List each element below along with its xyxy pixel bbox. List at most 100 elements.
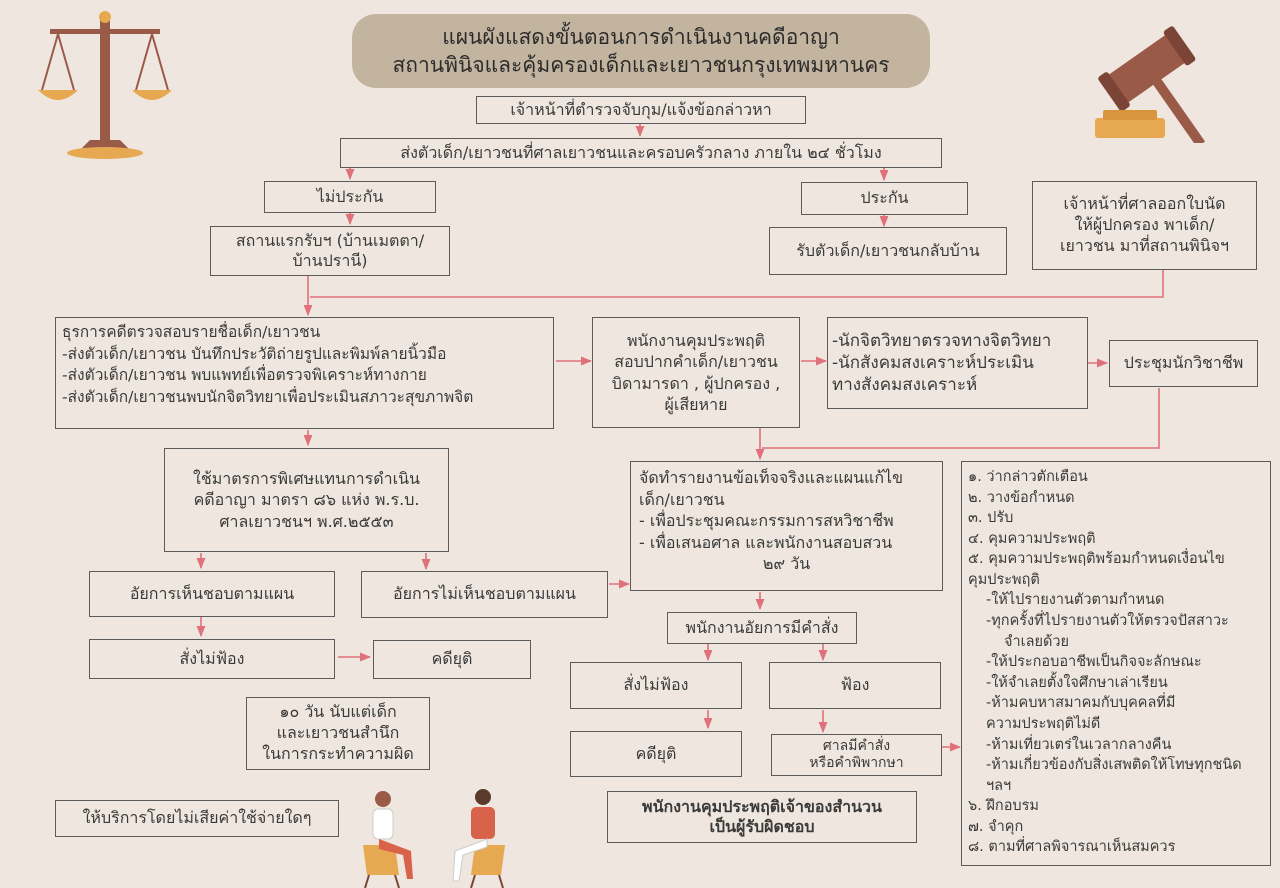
registry-line-1: ธุรการคดีตรวจสอบรายชื่อเด็ก/เยาวชน (62, 323, 321, 341)
send-court-box: ส่งตัวเด็ก/เยาวชนที่ศาลเยาวชนและครอบครัว… (340, 138, 942, 168)
sentence-item: ๒. วางข้อกำหนด (968, 489, 1075, 506)
summons-line-3: เยาวชน มาที่สถานพินิจฯ (1060, 235, 1229, 255)
sentence-condition: จำเลยด้วย (1004, 633, 1070, 650)
case-end-right-box: คดียุติ (570, 731, 742, 777)
line-summons-to-registry (310, 270, 1164, 298)
probation-line-4: ผู้เสียหาย (664, 394, 728, 414)
sentence-condition: -ทุกครั้งที่ไปรายงานตัวให้ตรวจปัสสาวะ (986, 613, 1229, 630)
sentence-condition: -ห้ามคบหาสมาคมกับบุคคลที่มี (986, 695, 1176, 712)
prosecute-box: ฟ้อง (769, 662, 941, 709)
report-line-5: ๒๙ วัน (762, 554, 811, 574)
officer-box: พนักงานคุมประพฤติเจ้าของสำนวน เป็นผู้รับ… (607, 791, 917, 843)
no-prosecute-left-label: สั่งไม่ฟ้อง (179, 648, 245, 668)
report-line-4: - เพื่อเสนอศาล และพนักงานสอบสวน (639, 532, 893, 552)
registry-box: ธุรการคดีตรวจสอบรายชื่อเด็ก/เยาวชน -ส่งต… (55, 317, 554, 429)
sentence-list-box: ๑. ว่ากล่าวตักเตือน ๒. วางข้อกำหนด ๓. ปร… (961, 461, 1271, 866)
no-bail-box: ไม่ประกัน (264, 181, 436, 213)
sentence-item: ๓. ปรับ (968, 510, 1014, 527)
line-meeting-to-report (762, 388, 1160, 449)
special-measure-box: ใช้มาตรการพิเศษแทนการดำเนิน คดีอาญา มาตร… (164, 448, 449, 552)
sentence-condition: -ให้ไปรายงานตัวตามกำหนด (986, 592, 1165, 609)
no-bail-label: ไม่ประกัน (316, 186, 384, 206)
bail-box: ประกัน (801, 182, 968, 215)
psych-line-2: -นักสังคมสงเคราะห์ประเมิน (832, 353, 1034, 374)
free-service-box: ให้บริการโดยไม่เสียค่าใช้จ่ายใดๆ (55, 800, 339, 837)
psych-line-3: ทางสังคมสงเคราะห์ (832, 375, 978, 396)
probation-line-3: บิดามารดา , ผู้ปกครอง , (611, 373, 781, 393)
title-line-1: แผนผังแสดงขั้นตอนการดำเนินงานคดีอาญา (442, 24, 840, 49)
registry-line-2: -ส่งตัวเด็ก/เยาวชน บันทึกประวัติถ่ายรูปแ… (62, 344, 447, 363)
summons-box: เจ้าหน้าที่ศาลออกใบนัด ให้ผู้ปกครอง พาเด… (1032, 181, 1257, 270)
sentence-condition: -ห้ามเที่ยวเตร่ในเวลากลางคืน (986, 736, 1172, 753)
ten-days-line-1: ๑๐ วัน นับแต่เด็ก (279, 702, 397, 722)
no-prosecute-right-label: สั่งไม่ฟ้อง (623, 675, 689, 695)
summons-line-1: เจ้าหน้าที่ศาลออกใบนัด (1063, 194, 1226, 214)
sentence-item: ๘. ตามที่ศาลพิจารณาเห็นสมควร (968, 839, 1176, 856)
shelter-line-1: สถานแรกรับฯ (บ้านเมตตา/ (235, 231, 425, 250)
probation-line-1: พนักงานคุมประพฤติ (626, 331, 766, 351)
probation-box: พนักงานคุมประพฤติ สอบปากคำเด็ก/เยาวชน บิ… (592, 317, 800, 428)
summons-line-2: ให้ผู้ปกครอง พาเด็ก/ (1074, 215, 1215, 235)
report-line-3: - เพื่อประชุมคณะกรรมการสหวิชาชีพ (639, 511, 894, 531)
prosecutor-order-box: พนักงานอัยการมีคำสั่ง (667, 612, 857, 644)
officer-line-1: พนักงานคุมประพฤติเจ้าของสำนวน (642, 797, 882, 816)
sentence-condition: ฯลฯ (986, 777, 1012, 794)
title-line-2: สถานพินิจและคุ้มครองเด็กและเยาวชนกรุงเทพ… (392, 53, 890, 77)
meeting-label: ประชุมนักวิชาชีพ (1123, 353, 1244, 373)
sentence-condition: ความประพฤติไม่ดี (986, 715, 1101, 732)
bail-label: ประกัน (860, 188, 909, 208)
case-end-left-label: คดียุติ (431, 649, 473, 669)
arrest-box: เจ้าหน้าที่ตำรวจจับกุม/แจ้งข้อกล่าวหา (476, 96, 806, 124)
prosecutor-order-label: พนักงานอัยการมีคำสั่ง (685, 617, 839, 637)
prosecutor-agree-box: อัยการเห็นชอบตามแผน (89, 571, 335, 617)
court-order-line-1: ศาลมีคำสั่ง (822, 737, 891, 754)
ten-days-box: ๑๐ วัน นับแต่เด็ก และเยาวชนสำนึก ในการกร… (246, 697, 430, 770)
prosecutor-agree-label: อัยการเห็นชอบตามแผน (129, 583, 295, 603)
no-prosecute-right-box: สั่งไม่ฟ้อง (570, 662, 742, 709)
arrest-label: เจ้าหน้าที่ตำรวจจับกุม/แจ้งข้อกล่าวหา (510, 99, 772, 119)
sentence-item: คุมประพฤติ (968, 571, 1040, 588)
scales-icon (38, 11, 172, 159)
prosecutor-disagree-box: อัยการไม่เห็นชอบตามแผน (361, 571, 608, 618)
sentence-item: ๕. คุมความประพฤติพร้อมกำหนดเงื่อนไข (968, 551, 1225, 568)
sentence-item: ๖. ฝึกอบรม (968, 798, 1039, 815)
sentence-condition: -ห้ามเกี่ยวข้องกับสิ่งเสพติดให้โทษทุกชนิ… (986, 757, 1242, 774)
free-service-label: ให้บริการโดยไม่เสียค่าใช้จ่ายใดๆ (82, 808, 312, 828)
psych-box: -นักจิตวิทยาตรวจทางจิตวิทยา -นักสังคมสงเ… (827, 317, 1088, 409)
sentence-condition: -ให้ประกอบอาชีพเป็นกิจจะลักษณะ (986, 654, 1202, 671)
report-line-1: จัดทำรายงานข้อเท็จจริงและแผนแก้ไข (639, 468, 904, 487)
officer-line-2: เป็นผู้รับผิดชอบ (709, 817, 815, 836)
people-talking-icon (363, 789, 505, 888)
special-line-1: ใช้มาตรการพิเศษแทนการดำเนิน (193, 468, 420, 488)
shelter-box: สถานแรกรับฯ (บ้านเมตตา/ บ้านปรานี) (210, 226, 450, 276)
home-box: รับตัวเด็ก/เยาวชนกลับบ้าน (769, 227, 1007, 275)
no-prosecute-left-box: สั่งไม่ฟ้อง (89, 639, 335, 679)
sentence-item: ๔. คุมความประพฤติ (968, 530, 1096, 547)
gavel-icon (1095, 26, 1206, 143)
prosecute-label: ฟ้อง (840, 675, 870, 695)
sentence-condition: -ให้จำเลยตั้งใจศึกษาเล่าเรียน (986, 674, 1168, 691)
report-box: จัดทำรายงานข้อเท็จจริงและแผนแก้ไข เด็ก/เ… (630, 461, 943, 591)
court-order-line-2: หรือคำพิพากษา (809, 755, 904, 771)
home-label: รับตัวเด็ก/เยาวชนกลับบ้าน (796, 240, 980, 260)
ten-days-line-3: ในการกระทำความผิด (262, 743, 414, 763)
case-end-right-label: คดียุติ (635, 743, 677, 763)
psych-line-1: -นักจิตวิทยาตรวจทางจิตวิทยา (832, 331, 1052, 351)
ten-days-line-2: และเยาวชนสำนึก (276, 723, 400, 743)
sentence-item: ๑. ว่ากล่าวตักเตือน (968, 469, 1088, 485)
sentence-item: ๗. จำคุก (968, 818, 1024, 835)
page-title: แผนผังแสดงขั้นตอนการดำเนินงานคดีอาญา สถา… (352, 14, 930, 88)
prosecutor-disagree-label: อัยการไม่เห็นชอบตามแผน (393, 584, 576, 604)
report-line-2: เด็ก/เยาวชน (639, 489, 725, 509)
case-end-left-box: คดียุติ (373, 640, 531, 679)
shelter-line-2: บ้านปรานี) (292, 251, 368, 270)
registry-line-3: -ส่งตัวเด็ก/เยาวชน พบแพทย์เพื่อตรวจพิเคร… (62, 366, 427, 385)
send-court-label: ส่งตัวเด็ก/เยาวชนที่ศาลเยาวชนและครอบครัว… (400, 142, 882, 162)
court-order-box: ศาลมีคำสั่ง หรือคำพิพากษา (771, 734, 942, 776)
meeting-box: ประชุมนักวิชาชีพ (1109, 340, 1258, 387)
registry-line-4: -ส่งตัวเด็ก/เยาวชนพบนักจิตวิทยาเพื่อประเ… (62, 388, 474, 407)
probation-line-2: สอบปากคำเด็ก/เยาวชน (614, 352, 778, 372)
special-line-2: คดีอาญา มาตรา ๘๖ แห่ง พ.ร.บ. (193, 490, 420, 510)
